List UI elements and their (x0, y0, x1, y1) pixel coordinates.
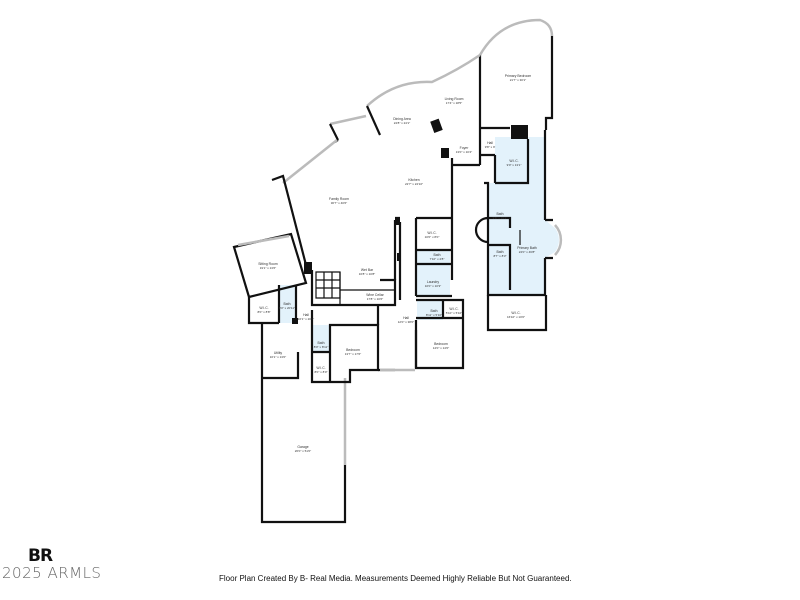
room-size: 8'0" x 20'11" (279, 306, 295, 310)
room-size: 9'0" x 13'1" (507, 163, 522, 167)
room-primary-bath: Primary Bath (517, 246, 537, 250)
room-size: 5'10" x 5'10" (446, 311, 462, 315)
room-size: 8'0" x 8'8" (257, 310, 270, 314)
room-size: 10'0" x 10'3" (425, 284, 441, 288)
room-bath: Bath (497, 250, 504, 254)
room-wic: W.I.C. (259, 306, 268, 310)
room-size: 22'7" x 24'10" (405, 182, 423, 186)
room-size: 14'0" x 14'0" (433, 346, 449, 350)
room-bath: Bath (284, 302, 291, 306)
room-size: 16'1" x 20'0" (298, 317, 314, 321)
room-size: 19'1" x 13'6" (260, 266, 276, 270)
room-wet-bar: Wet Bar (361, 268, 374, 272)
room-bath: Bath (434, 253, 441, 257)
copyright-text: 2025 ARMLS (2, 564, 102, 582)
room-size: 8'11" x 5'10" (426, 313, 442, 317)
room-size: 13'7" x 17'6" (345, 352, 361, 356)
room-size: 13'0" x 10'4" (456, 150, 472, 154)
brokerage-logo: BR 2025 ARMLS (2, 546, 102, 582)
logo-mark: BR (28, 546, 53, 566)
room-size: 8'0" x 8'11" (314, 345, 329, 349)
bath-fills (279, 137, 559, 352)
room-size: 8'7" x 8'3" (493, 254, 506, 258)
room-foyer: Foyer (460, 146, 470, 150)
room-hall: Hall (487, 141, 493, 145)
room-kitchen: Kitchen (408, 178, 419, 182)
room-bedroom: Bedroom (434, 342, 448, 346)
room-size: 16'1" x 13'0" (270, 355, 286, 359)
room-family-room: Family Room (329, 197, 349, 201)
room-size: 8'0" x 8'0" (314, 370, 327, 374)
room-wic: W.I.C. (316, 366, 325, 370)
room-wic: W.I.C. (509, 159, 518, 163)
room-bath: Bath (318, 341, 325, 345)
room-wic: W.I.C. (511, 311, 520, 315)
room-size: 9'8" x 15'2" (493, 216, 508, 220)
room-size: 10'0" x 8'0" (425, 235, 440, 239)
room-size: 7'10" x 4'8" (430, 257, 445, 261)
room-hall: Hall (403, 316, 409, 320)
room-bath: Bath (431, 309, 438, 313)
room-utility: Utility (274, 351, 283, 355)
room-wic: W.I.C. (449, 307, 458, 311)
room-size: 30'7" x 40'6" (331, 201, 347, 205)
room-size: 16'8" x 10'8" (359, 272, 375, 276)
room-hall: Hall (303, 313, 309, 317)
room-primary-bedroom: Primary Bedroom (505, 74, 532, 78)
room-wine-cellar: Wine Cellar (366, 293, 384, 297)
room-size: 9'8" x 9' (485, 145, 496, 149)
room-living-room: Living Room (445, 97, 464, 101)
footer-disclaimer: Floor Plan Created By B- Real Media. Mea… (219, 574, 572, 583)
room-size: 24'0" x 46'8" (519, 250, 535, 254)
room-size: 17'8" x 10'6" (367, 297, 383, 301)
room-dining-area: Dining Area (393, 117, 411, 121)
room-size: 12'0" x 38'0" (398, 320, 414, 324)
room-garage: Garage (297, 445, 308, 449)
room-laundry: Laundry (427, 280, 440, 284)
room-size: 16'10" x 10'0" (507, 315, 525, 319)
room-bath: Bath (497, 212, 504, 216)
walls (232, 18, 563, 524)
room-size: 17'4" x 18'5" (446, 101, 462, 105)
room-size: 24'8" x 24'1" (394, 121, 410, 125)
room-sitting-room: Sitting Room (258, 262, 278, 266)
room-size: 21'7" x 30'1" (510, 78, 526, 82)
room-size: 26'0" x 51'0" (295, 449, 311, 453)
room-wic: W.I.C. (427, 231, 436, 235)
room-bedroom: Bedroom (346, 348, 360, 352)
